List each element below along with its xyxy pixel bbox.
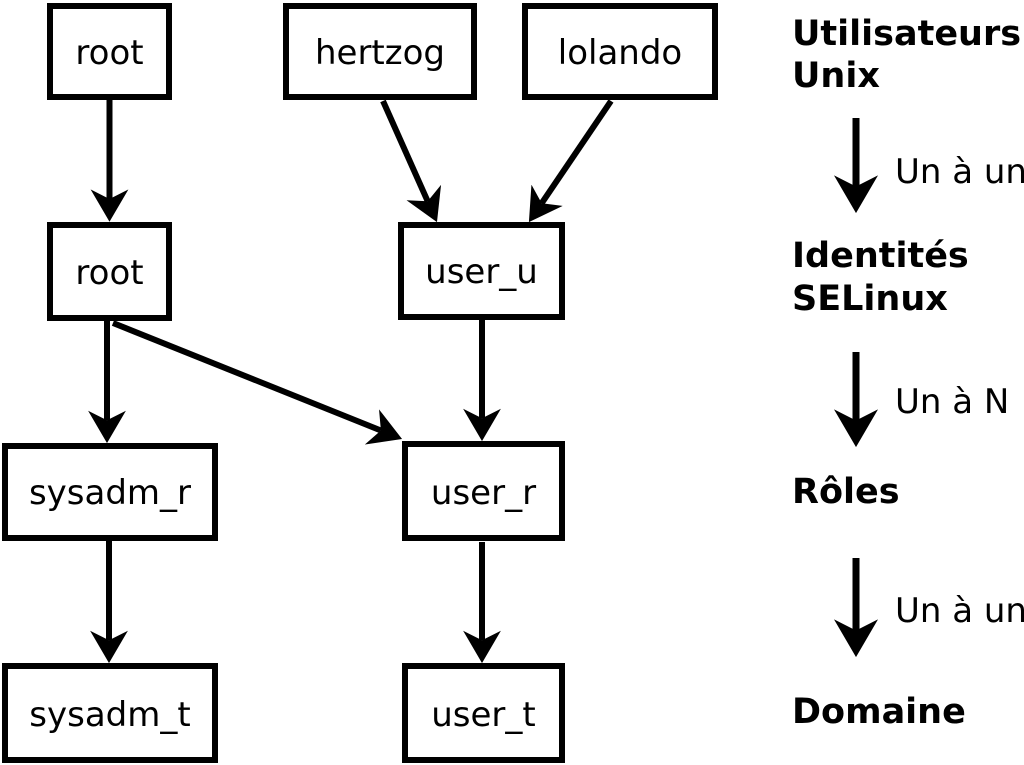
node-domain-sysadm-t: sysadm_t: [2, 663, 218, 763]
node-selinux-root-label: root: [75, 253, 143, 293]
node-selinux-root-box: [47, 222, 172, 321]
legend-title-selinux-identities-line2: SELinux: [792, 279, 948, 319]
node-domain-user-t-box: [402, 663, 565, 763]
edge-selinux-root-to-user-r: [111, 320, 403, 445]
legend-layer: Utilisateurs Unix Un à un Identités SELi…: [792, 14, 1024, 732]
legend-title-domain: Domaine: [792, 692, 966, 732]
legend-title-selinux-identities-line1: Identités: [792, 236, 969, 276]
node-role-user-r-box: [402, 441, 565, 541]
node-unix-hertzog-label: hertzog: [315, 33, 445, 73]
legend-title-unix-users-line2: Unix: [792, 56, 880, 96]
node-unix-root-label: root: [75, 33, 143, 73]
node-unix-hertzog-box: [283, 3, 477, 100]
node-unix-hertzog: hertzog: [283, 3, 477, 100]
node-unix-root: root: [47, 3, 172, 100]
node-domain-user-t-label: user_t: [431, 695, 536, 735]
node-selinux-user-u: user_u: [398, 222, 565, 320]
node-unix-lolando: lolando: [522, 3, 718, 100]
node-role-user-r: user_r: [402, 441, 565, 541]
node-unix-root-box: [47, 3, 172, 100]
node-selinux-user-u-box: [398, 222, 565, 320]
edge-hertzog-to-user-u: [380, 99, 442, 223]
nodes-layer: root hertzog lolando root user_u sysadm_: [2, 3, 718, 763]
edge-lolando-to-user-u: [528, 99, 614, 223]
node-selinux-root: root: [47, 222, 172, 321]
node-unix-lolando-box: [522, 3, 718, 100]
legend-label-un-a-un-2: Un à un: [895, 591, 1024, 631]
node-domain-user-t: user_t: [402, 663, 565, 763]
edges-layer: [88, 99, 614, 664]
node-role-sysadm-r-label: sysadm_r: [29, 473, 191, 513]
node-role-sysadm-r-box: [2, 443, 218, 541]
node-domain-sysadm-t-box: [2, 663, 218, 763]
legend-title-unix-users-line1: Utilisateurs: [792, 14, 1021, 54]
node-domain-sysadm-t-label: sysadm_t: [29, 695, 190, 735]
node-selinux-user-u-label: user_u: [425, 252, 538, 292]
legend-label-un-a-n: Un à N: [895, 382, 1009, 422]
legend-label-un-a-un-1: Un à un: [895, 152, 1024, 192]
node-role-sysadm-r: sysadm_r: [2, 443, 218, 541]
node-unix-lolando-label: lolando: [558, 33, 682, 73]
node-role-user-r-label: user_r: [431, 473, 536, 513]
legend-title-roles: Rôles: [792, 472, 900, 512]
